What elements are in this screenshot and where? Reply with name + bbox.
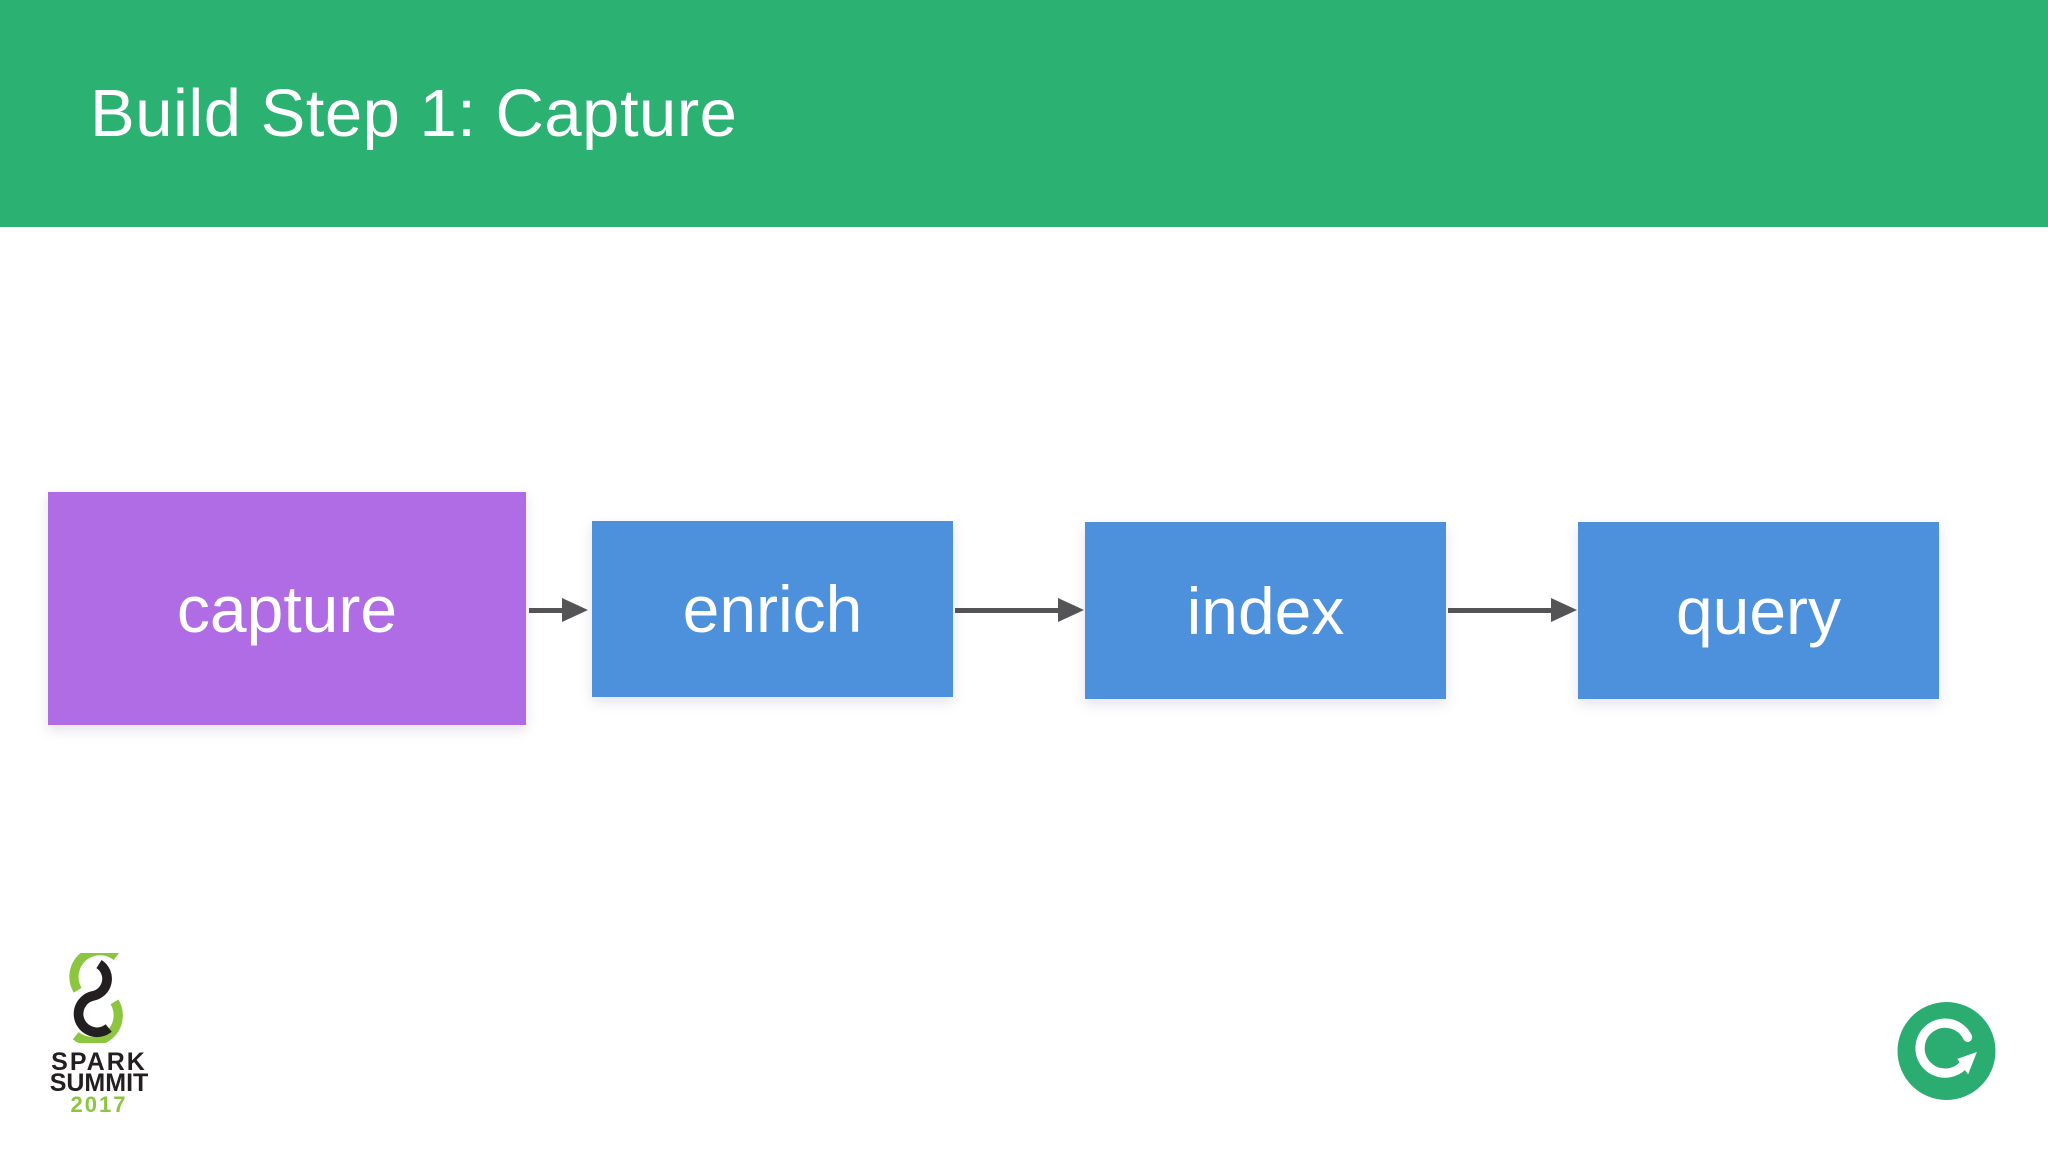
pipeline-node-enrich: enrich — [592, 521, 953, 697]
flow-arrow-enrich-index — [955, 597, 1084, 623]
spark-summit-logo: SPARK SUMMIT 2017 — [44, 953, 154, 1117]
grammarly-logo-icon — [1897, 1002, 1996, 1100]
slide-title: Build Step 1: Capture — [90, 76, 738, 151]
spark-logo-line1: SPARK — [51, 1048, 147, 1076]
arrow-shaft — [1448, 607, 1551, 613]
arrow-head-icon — [1058, 598, 1084, 622]
flow-arrow-index-query — [1448, 597, 1577, 623]
spark-swirl-icon — [69, 953, 123, 1043]
arrow-head-icon — [562, 598, 588, 622]
node-label-enrich: enrich — [682, 572, 863, 646]
pipeline-node-capture: capture — [48, 492, 526, 725]
arrow-head-icon — [1551, 598, 1577, 622]
node-label-capture: capture — [176, 571, 398, 646]
arrow-shaft — [529, 607, 562, 613]
arrow-shaft — [955, 607, 1058, 613]
spark-logo-line2: SUMMIT — [49, 1069, 149, 1097]
header-band: Build Step 1: Capture — [0, 0, 2048, 227]
spark-logo-year: 2017 — [70, 1092, 128, 1117]
pipeline-node-index: index — [1085, 522, 1446, 699]
node-label-query: query — [1675, 573, 1842, 648]
pipeline-node-query: query — [1578, 522, 1939, 699]
node-label-index: index — [1186, 573, 1345, 648]
flow-arrow-capture-enrich — [529, 597, 588, 623]
